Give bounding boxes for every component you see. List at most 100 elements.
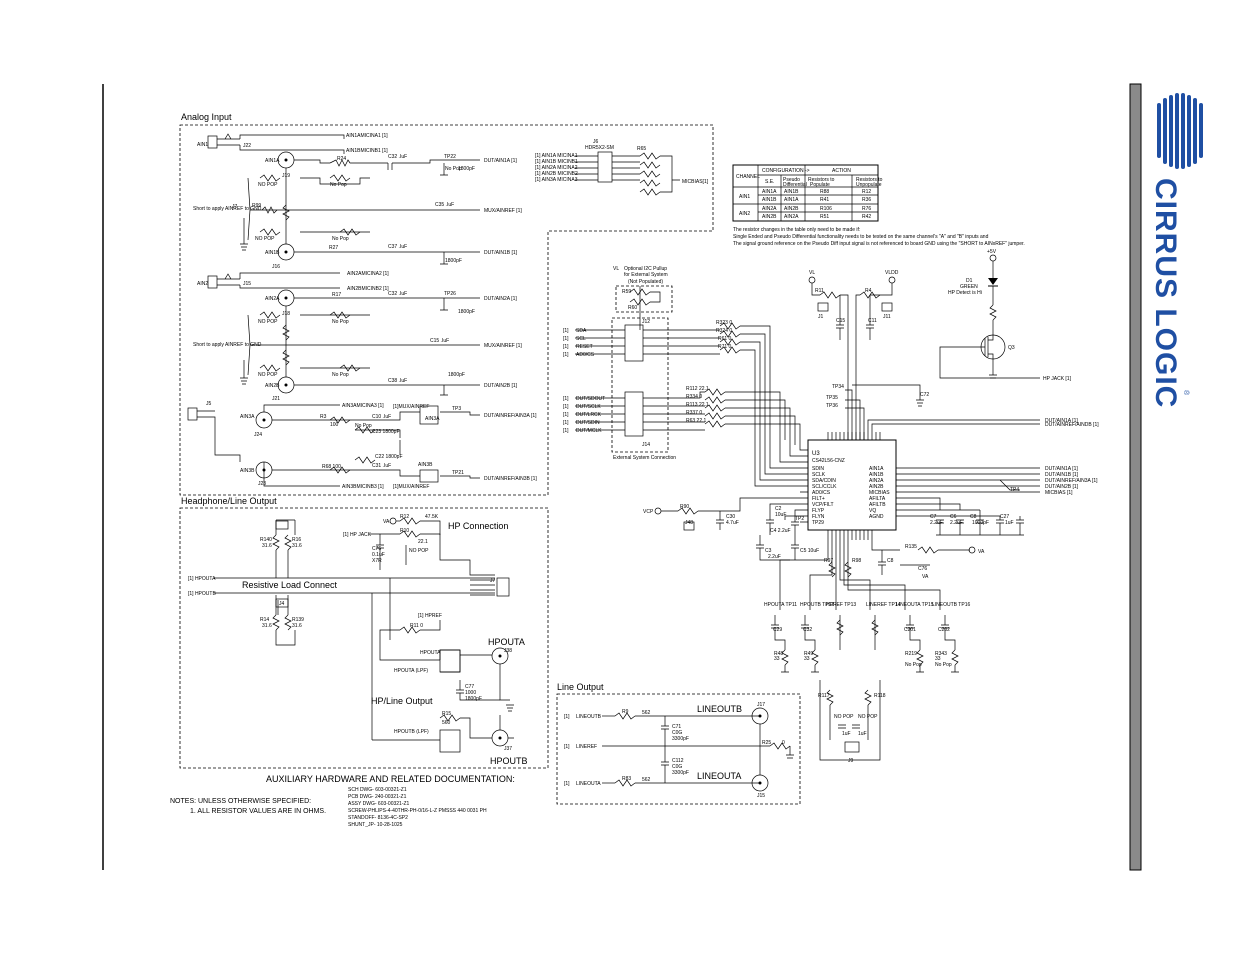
svg-text:LINEOUTB: LINEOUTB (576, 714, 602, 720)
svg-text:TP29: TP29 (812, 520, 824, 526)
bottom-right-subcircuit: R117 R118 NO POP NO POP 1uF 1uF J9 (818, 680, 886, 764)
svg-text:AIN3B: AIN3B (240, 468, 255, 474)
svg-text:R88: R88 (820, 189, 829, 195)
svg-text:R11 0: R11 0 (410, 623, 423, 629)
svg-text:J37: J37 (504, 746, 512, 752)
svg-text:1800pF: 1800pF (465, 696, 482, 702)
svg-text:J38: J38 (504, 648, 512, 654)
svg-text:J14: J14 (642, 442, 650, 448)
svg-text:DUT/AIN1A [1]: DUT/AIN1A [1] (1045, 466, 1078, 472)
line-output-box (556, 693, 801, 805)
out-mux-ainref-2: MUX/AINREF [1] (484, 343, 522, 349)
svg-text:J4: J4 (279, 601, 285, 607)
svg-text:for External System: for External System (624, 272, 668, 278)
svg-text:R25: R25 (762, 740, 771, 746)
svg-text:No Pop: No Pop (332, 319, 349, 325)
svg-text:R83: R83 (622, 776, 631, 782)
svg-text:S.E.: S.E. (765, 179, 774, 185)
svg-text:SCLK: SCLK (812, 472, 826, 478)
svg-text:C7: C7 (930, 514, 937, 520)
svg-text:R42: R42 (862, 214, 871, 220)
svg-text:NO POP: NO POP (409, 548, 429, 554)
svg-text:[1]: [1] (563, 412, 569, 418)
resistive-load: [1] HPOUTA [1] HPOUTB Resistive Load Con… (188, 519, 495, 646)
svg-text:[1]: [1] (563, 336, 569, 342)
svg-text:R112 22.1: R112 22.1 (686, 386, 709, 392)
svg-text:R51: R51 (820, 214, 829, 220)
svg-text:TP35: TP35 (826, 395, 838, 401)
svg-text:560: 560 (442, 720, 451, 726)
svg-text:R140: R140 (260, 537, 272, 543)
svg-text:No Pop: No Pop (445, 166, 462, 172)
svg-text:DUT/AIN2B [1]: DUT/AIN2B [1] (1045, 484, 1079, 490)
svg-text:AIN2B: AIN2B (784, 206, 799, 212)
svg-text:Optional I2C Pullup: Optional I2C Pullup (624, 266, 667, 272)
svg-text:LINEREF TP14: LINEREF TP14 (866, 602, 901, 608)
svg-text:AIN2B: AIN2B (869, 484, 884, 490)
hpref-network: [1] HPREF R11 0 (371, 578, 442, 740)
svg-text:R60: R60 (628, 305, 637, 311)
svg-text:R3: R3 (320, 414, 327, 420)
svg-text:TP36: TP36 (826, 403, 838, 409)
hdr5x2-connector: J6 HDR5X2-SM R65 MICBIAS[1] [1] AIN1A MI… (535, 139, 709, 196)
svg-text:C37 .IuF: C37 .IuF (388, 244, 407, 250)
out-dut-ain2b: DUT/AIN2B [1] (484, 383, 518, 389)
svg-text:[1]: [1] (563, 352, 569, 358)
svg-text:1000: 1000 (465, 690, 476, 696)
resistor-r99 (261, 206, 278, 214)
j20-header (419, 469, 439, 483)
svg-text:J15: J15 (243, 281, 251, 287)
svg-text:2.2uF: 2.2uF (768, 554, 781, 560)
svg-text:R219: R219 (905, 651, 917, 657)
svg-text:AIN1: AIN1 (197, 142, 208, 148)
notes-head: NOTES: UNLESS OTHERWISE SPECIFIED: (170, 798, 311, 805)
svg-text:TP2: TP2 (795, 516, 804, 522)
svg-text:31.6: 31.6 (262, 543, 272, 549)
headphone-jack-j7: J7 (470, 577, 510, 597)
svg-text:0.1uF: 0.1uF (372, 552, 385, 558)
svg-text:R139: R139 (292, 617, 304, 623)
svg-text:R65: R65 (637, 146, 646, 152)
svg-text:J16: J16 (272, 264, 280, 270)
out-dut-ainref-ain3b: DUT/AINREF/AIN3B [1] (484, 476, 537, 482)
hp-connection: HP Connection VA R12 47.5K [1] HP JACK R… (343, 514, 508, 576)
svg-text:C3: C3 (765, 548, 772, 554)
svg-text:LINEOUTB: LINEOUTB (697, 704, 742, 714)
cirrus-logo-mark (1157, 93, 1203, 169)
svg-text:AIN1A: AIN1A (265, 158, 280, 164)
out-dut-ain1b-right: DUT/AIN1B [1] (1045, 472, 1079, 478)
svg-text:R90: R90 (680, 504, 689, 510)
svg-text:[1] HP JACK: [1] HP JACK (343, 532, 372, 538)
svg-text:AIN3A: AIN3A (240, 414, 255, 420)
svg-text:R76: R76 (862, 206, 871, 212)
svg-text:J6: J6 (593, 139, 599, 145)
notes-n1: 1. ALL RESISTOR VALUES ARE IN OHMS. (190, 808, 326, 815)
svg-text:1000pF: 1000pF (972, 520, 989, 526)
svg-text:AFILTA: AFILTA (869, 496, 886, 502)
ain2-wiring (239, 272, 480, 396)
svg-text:R334 0: R334 0 (686, 394, 702, 400)
svg-text:AIN2A: AIN2A (869, 478, 884, 484)
svg-text:AIN1: AIN1 (739, 194, 750, 200)
hp-detect-circuit: +5V D1 GREEN HP Detect is Hi Q3 HP JACK … (939, 249, 1072, 382)
svg-text:R135: R135 (905, 544, 917, 550)
svg-text:1uF: 1uF (842, 731, 851, 737)
svg-text:[1]: [1] (563, 344, 569, 350)
svg-text:R61 0: R61 0 (718, 336, 732, 342)
config-table: CHANNEL CONFIGURATION -> ACTION S.E. Pse… (732, 164, 883, 222)
svg-text:VLDD: VLDD (885, 270, 899, 276)
svg-text:C5 10uF: C5 10uF (800, 548, 819, 554)
j14-header: J14 (624, 391, 650, 448)
net-ain3b-micinb3: AIN3BMICINB3 [1] (342, 484, 384, 490)
svg-text:U3: U3 (812, 451, 820, 457)
svg-text:No Pop: No Pop (332, 236, 349, 242)
svg-text:HDR5X2-SM: HDR5X2-SM (585, 145, 614, 151)
ain3b-coax: AIN3B J23 (240, 461, 273, 487)
svg-text:C76: C76 (372, 546, 381, 552)
table-note-2: Single Ended and Pseudo Differential fun… (733, 234, 989, 240)
ic-left-caps: C2 10uF C4 2.2uF C3 2.2uF C5 10uF TP2 TP… (756, 503, 824, 561)
svg-text:Short to apply AINREF to GND: Short to apply AINREF to GND (193, 206, 262, 212)
svg-text:AIN1A: AIN1A (762, 189, 777, 195)
ext-sys-wiring (575, 286, 720, 431)
svg-text:C32: C32 (803, 627, 812, 633)
